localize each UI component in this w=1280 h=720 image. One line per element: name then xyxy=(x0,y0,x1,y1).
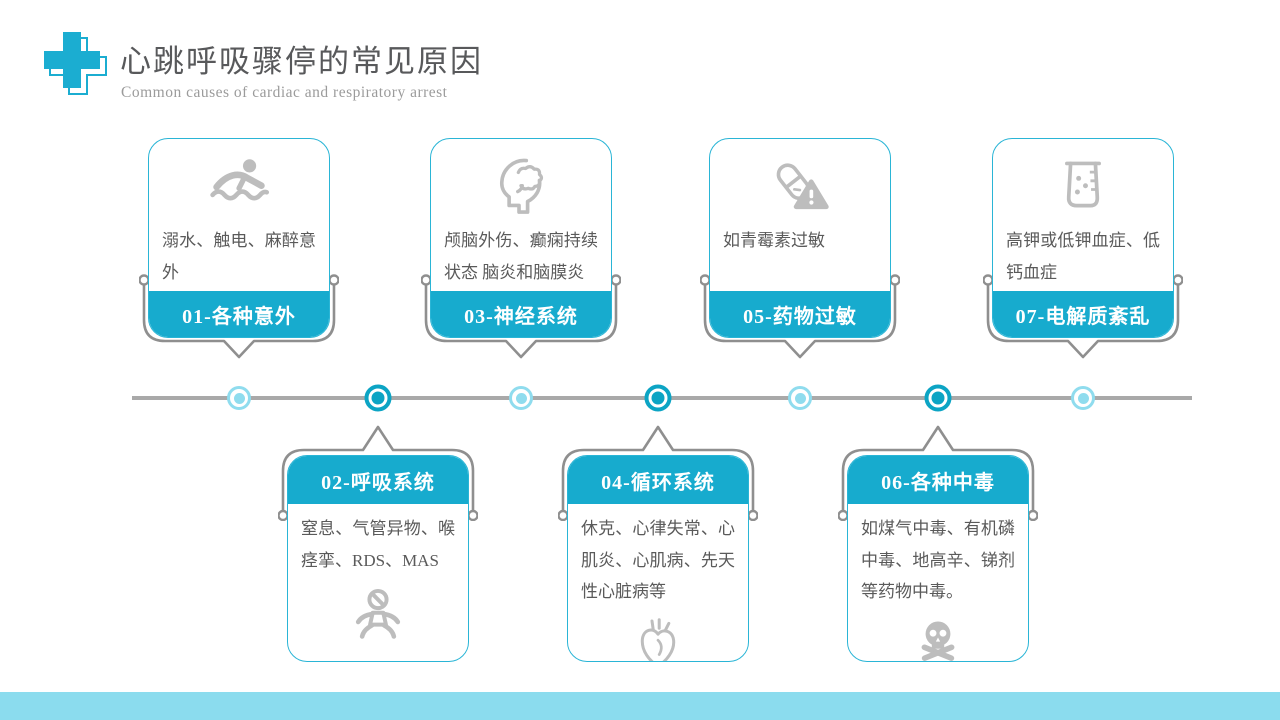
cause-banner: 01-各种意外 xyxy=(149,291,329,337)
timeline-dot xyxy=(364,384,392,412)
medical-cross-icon xyxy=(44,32,107,95)
cause-card-07: 高钾或低钾血症、低钙血症 07-电解质紊乱 xyxy=(983,138,1183,359)
cause-text: 休克、心律失常、心肌炎、心肌病、先天性心脏病等 xyxy=(581,519,735,601)
pill-warning-icon xyxy=(776,163,829,210)
icon-area xyxy=(848,608,1028,662)
cause-banner: 05-药物过敏 xyxy=(710,291,890,337)
icon-area xyxy=(993,139,1173,225)
anatomical-heart-icon xyxy=(640,617,676,661)
timeline-dot xyxy=(509,386,533,410)
footer-accent-bar xyxy=(0,692,1280,720)
card-body: 02-呼吸系统 窒息、气管异物、喉痉挛、RDS、MAS xyxy=(287,455,469,662)
card-body: 溺水、触电、麻醉意外 01-各种意外 xyxy=(148,138,330,338)
cause-card-05: 如青霉素过敏 05-药物过敏 xyxy=(700,138,900,359)
cause-banner: 04-循环系统 xyxy=(568,456,748,504)
cause-banner: 03-神经系统 xyxy=(431,291,611,337)
icon-area xyxy=(568,608,748,661)
timeline-dot xyxy=(924,384,952,412)
timeline-dot xyxy=(227,386,251,410)
icon-area xyxy=(431,139,611,225)
cause-card-01: 溺水、触电、麻醉意外 01-各种意外 xyxy=(139,138,339,359)
swimmer-icon xyxy=(210,159,270,201)
icon-area xyxy=(710,139,890,225)
cause-text: 溺水、触电、麻醉意外 xyxy=(162,231,316,282)
cause-text: 如煤气中毒、有机磷中毒、地高辛、锑剂等药物中毒。 xyxy=(861,519,1015,601)
cause-text: 窒息、气管异物、喉痉挛、RDS、MAS xyxy=(301,519,455,570)
card-body: 04-循环系统 休克、心律失常、心肌炎、心肌病、先天性心脏病等 xyxy=(567,455,749,662)
icon-area xyxy=(288,581,468,661)
cause-card-04: 04-循环系统 休克、心律失常、心肌炎、心肌病、先天性心脏病等 xyxy=(558,425,758,662)
cause-text: 高钾或低钾血症、低钙血症 xyxy=(1006,231,1160,282)
beaker-icon xyxy=(1065,161,1101,208)
cause-card-06: 06-各种中毒 如煤气中毒、有机磷中毒、地高辛、锑剂等药物中毒。 xyxy=(838,425,1038,662)
skull-crossbones-icon xyxy=(921,620,955,661)
timeline-dot xyxy=(644,384,672,412)
card-body: 颅脑外伤、癫痫持续状态 脑炎和脑膜炎 03-神经系统 xyxy=(430,138,612,338)
cause-banner: 07-电解质紊乱 xyxy=(993,291,1173,337)
cause-banner: 02-呼吸系统 xyxy=(288,456,468,504)
timeline-dot xyxy=(788,386,812,410)
page-subtitle: Common causes of cardiac and respiratory… xyxy=(121,84,448,101)
baby-icon xyxy=(355,588,401,639)
card-body: 06-各种中毒 如煤气中毒、有机磷中毒、地高辛、锑剂等药物中毒。 xyxy=(847,455,1029,662)
timeline-dot xyxy=(1071,386,1095,410)
cause-text: 颅脑外伤、癫痫持续状态 脑炎和脑膜炎 xyxy=(444,231,598,282)
cause-banner: 06-各种中毒 xyxy=(848,456,1028,504)
card-body: 高钾或低钾血症、低钙血症 07-电解质紊乱 xyxy=(992,138,1174,338)
page-title: 心跳呼吸骤停的常见原因 xyxy=(120,44,483,79)
card-body: 如青霉素过敏 05-药物过敏 xyxy=(709,138,891,338)
cause-card-03: 颅脑外伤、癫痫持续状态 脑炎和脑膜炎 03-神经系统 xyxy=(421,138,621,359)
brain-head-icon xyxy=(499,158,544,214)
icon-area xyxy=(149,139,329,225)
cause-card-02: 02-呼吸系统 窒息、气管异物、喉痉挛、RDS、MAS xyxy=(278,425,478,662)
cause-text: 如青霉素过敏 xyxy=(723,231,825,250)
